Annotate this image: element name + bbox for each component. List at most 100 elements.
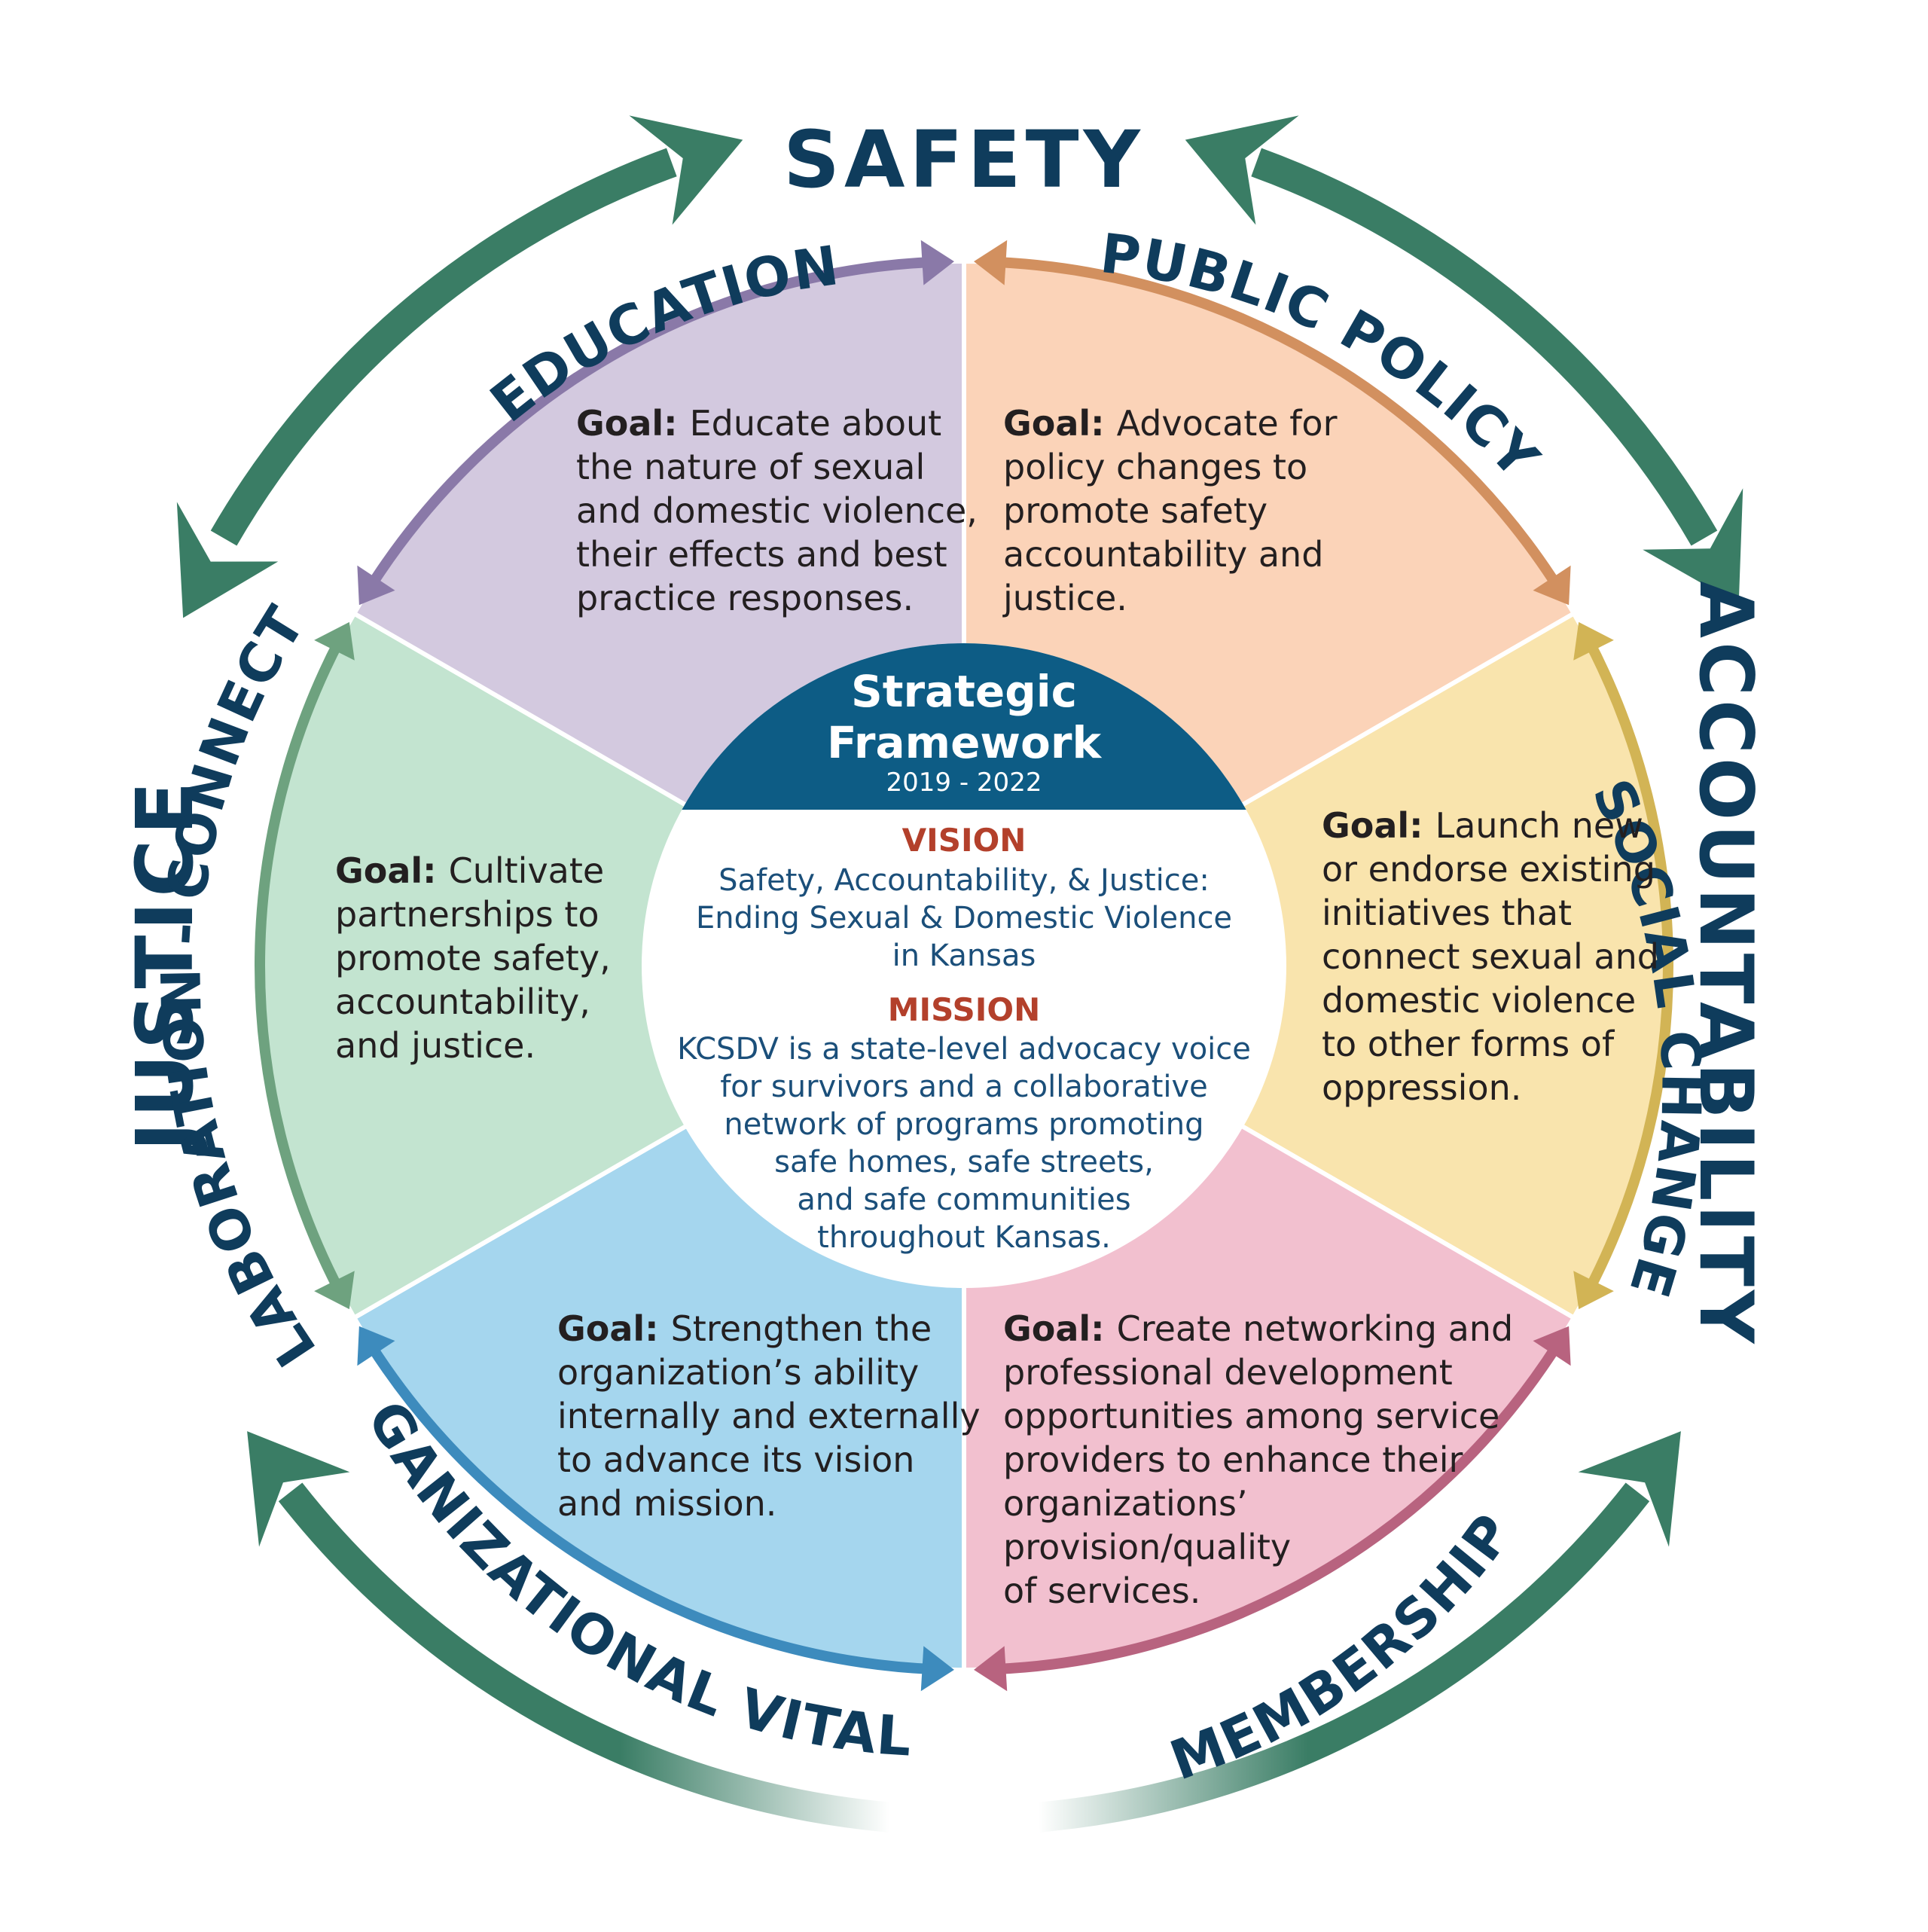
social-change-arc [1584, 638, 1674, 1293]
collaboration-ring-label: COLLABORATION - CONNECTING [0, 0, 328, 1378]
mission-heading: MISSION [888, 991, 1041, 1028]
goal-line: Goal: Educate about [576, 403, 941, 444]
goal-label: Goal: [576, 403, 690, 444]
vision-line: in Kansas [892, 939, 1036, 973]
goal-line-text: policy changes to [1003, 447, 1307, 487]
mission-line: for survivors and a collaborative [720, 1070, 1208, 1104]
outer-arrowhead-bottom-left [247, 1431, 350, 1547]
mission-line: safe homes, safe streets, [774, 1145, 1154, 1180]
goal-line: Goal: Create networking and [1003, 1308, 1513, 1349]
outer-arrowhead-top-left-1 [629, 115, 743, 225]
goal-line: connect sexual and [1322, 936, 1659, 977]
goal-line: Goal: Advocate for [1003, 403, 1338, 444]
collaboration-arc [255, 638, 344, 1293]
goal-line-text: accountability and [1003, 534, 1323, 575]
goal-line-text: Launch new [1435, 805, 1643, 846]
justice-label: JUSTICE [119, 777, 211, 1155]
mission-line: throughout Kansas. [817, 1220, 1111, 1255]
goal-line-text: accountability, [335, 981, 590, 1022]
center-title-cap [682, 643, 1246, 810]
membership-arrowhead-2 [974, 1646, 1008, 1692]
goal-line: organizations’ [1003, 1483, 1248, 1524]
social-change-arrowhead-2 [1573, 1271, 1614, 1310]
goal-line-text: internally and externally [557, 1396, 981, 1436]
goal-line-text: their effects and best [576, 534, 947, 575]
outer-arrow-bottom-right [1037, 1482, 1650, 1833]
center-panel: Strategic Framework 2019 - 2022 VISION S… [642, 643, 1286, 1288]
goal-line: providers to enhance their [1003, 1439, 1463, 1480]
goal-line-text: to advance its vision [557, 1439, 914, 1480]
goal-line-text: Advocate for [1117, 403, 1338, 444]
safety-label: SAFETY [783, 114, 1145, 206]
goal-line-text: oppression. [1322, 1067, 1521, 1108]
outer-arrow-top-right [1251, 148, 1718, 546]
goal-line-text: provision/quality [1003, 1527, 1291, 1567]
goal-line: provision/quality [1003, 1527, 1291, 1567]
outer-arrowhead-top-right-2 [1643, 488, 1743, 605]
goal-line-text: and domestic violence, [576, 490, 978, 531]
goal-line: professional development [1003, 1352, 1453, 1393]
goal-label: Goal: [1322, 805, 1435, 846]
goal-line: promote safety [1003, 490, 1268, 531]
accountability-label: ACCOUNTABILITY [1682, 581, 1768, 1348]
public-policy-arrowhead-1 [974, 240, 1008, 285]
goal-line-text: partnerships to [335, 894, 599, 935]
goal-line-text: domestic violence [1322, 980, 1636, 1021]
goal-line: oppression. [1322, 1067, 1521, 1108]
goal-line-text: to other forms of [1322, 1024, 1615, 1064]
goal-line: or endorse existing [1322, 849, 1655, 890]
goal-line: justice. [1002, 578, 1127, 618]
goal-line-text: Create networking and [1117, 1308, 1514, 1349]
goal-line-text: of services. [1003, 1570, 1200, 1611]
goal-line: and domestic violence, [576, 490, 978, 531]
goal-line: and justice. [335, 1025, 535, 1066]
mission-text: KCSDV is a state-level advocacy voicefor… [677, 1032, 1251, 1255]
vision-line: Safety, Accountability, & Justice: [718, 863, 1210, 898]
organizational-vitality-arrowhead-1 [920, 1646, 954, 1692]
outer-arrowhead-top-right-1 [1185, 115, 1299, 225]
goal-line-text: organization’s ability [557, 1352, 919, 1393]
goal-line: Goal: Strengthen the [557, 1308, 932, 1349]
education-arc [365, 256, 934, 591]
mission-line: KCSDV is a state-level advocacy voice [677, 1032, 1251, 1067]
goal-line-text: justice. [1002, 578, 1127, 618]
center-title-line2: Framework [827, 717, 1102, 768]
goal-line-text: professional development [1003, 1352, 1453, 1393]
goal-line: to advance its vision [557, 1439, 914, 1480]
goal-line-text: opportunities among service [1003, 1396, 1499, 1436]
outer-arrow-bottom-left [278, 1482, 891, 1833]
public-policy-arrowhead-2 [1533, 565, 1571, 606]
goal-line-text: organizations’ [1003, 1483, 1248, 1524]
goal-label: Goal: [1003, 403, 1117, 444]
organizational-vitality-arc [365, 1341, 934, 1675]
goal-line: accountability and [1003, 534, 1323, 575]
goal-line-text: Educate about [690, 403, 942, 444]
collaboration-arrowhead-1 [314, 1271, 355, 1310]
goal-line-text: or endorse existing [1322, 849, 1655, 890]
goal-line-text: Cultivate [449, 850, 605, 891]
mission-line: and safe communities [797, 1183, 1130, 1217]
goal-line: organization’s ability [557, 1352, 919, 1393]
goal-line: internally and externally [557, 1396, 981, 1436]
goal-line: domestic violence [1322, 980, 1636, 1021]
membership-arrowhead-1 [1533, 1326, 1571, 1366]
goal-label: Goal: [557, 1308, 671, 1349]
outer-cycle-arrows [176, 115, 1743, 1833]
goal-line: to other forms of [1322, 1024, 1615, 1064]
membership-goal-text: Goal: Create networking andprofessional … [1003, 1308, 1513, 1611]
goal-line-text: and justice. [335, 1025, 535, 1066]
goal-line: Goal: Cultivate [335, 850, 604, 891]
membership-arc [994, 1341, 1563, 1675]
goal-line-text: providers to enhance their [1003, 1439, 1463, 1480]
goal-line: opportunities among service [1003, 1396, 1499, 1436]
vision-line: Ending Sexual & Domestic Violence [696, 901, 1232, 935]
education-arrowhead-1 [920, 240, 954, 285]
goal-line-text: practice responses. [576, 578, 914, 618]
goal-line: the nature of sexual [576, 447, 925, 487]
goal-line: Goal: Launch new [1322, 805, 1643, 846]
